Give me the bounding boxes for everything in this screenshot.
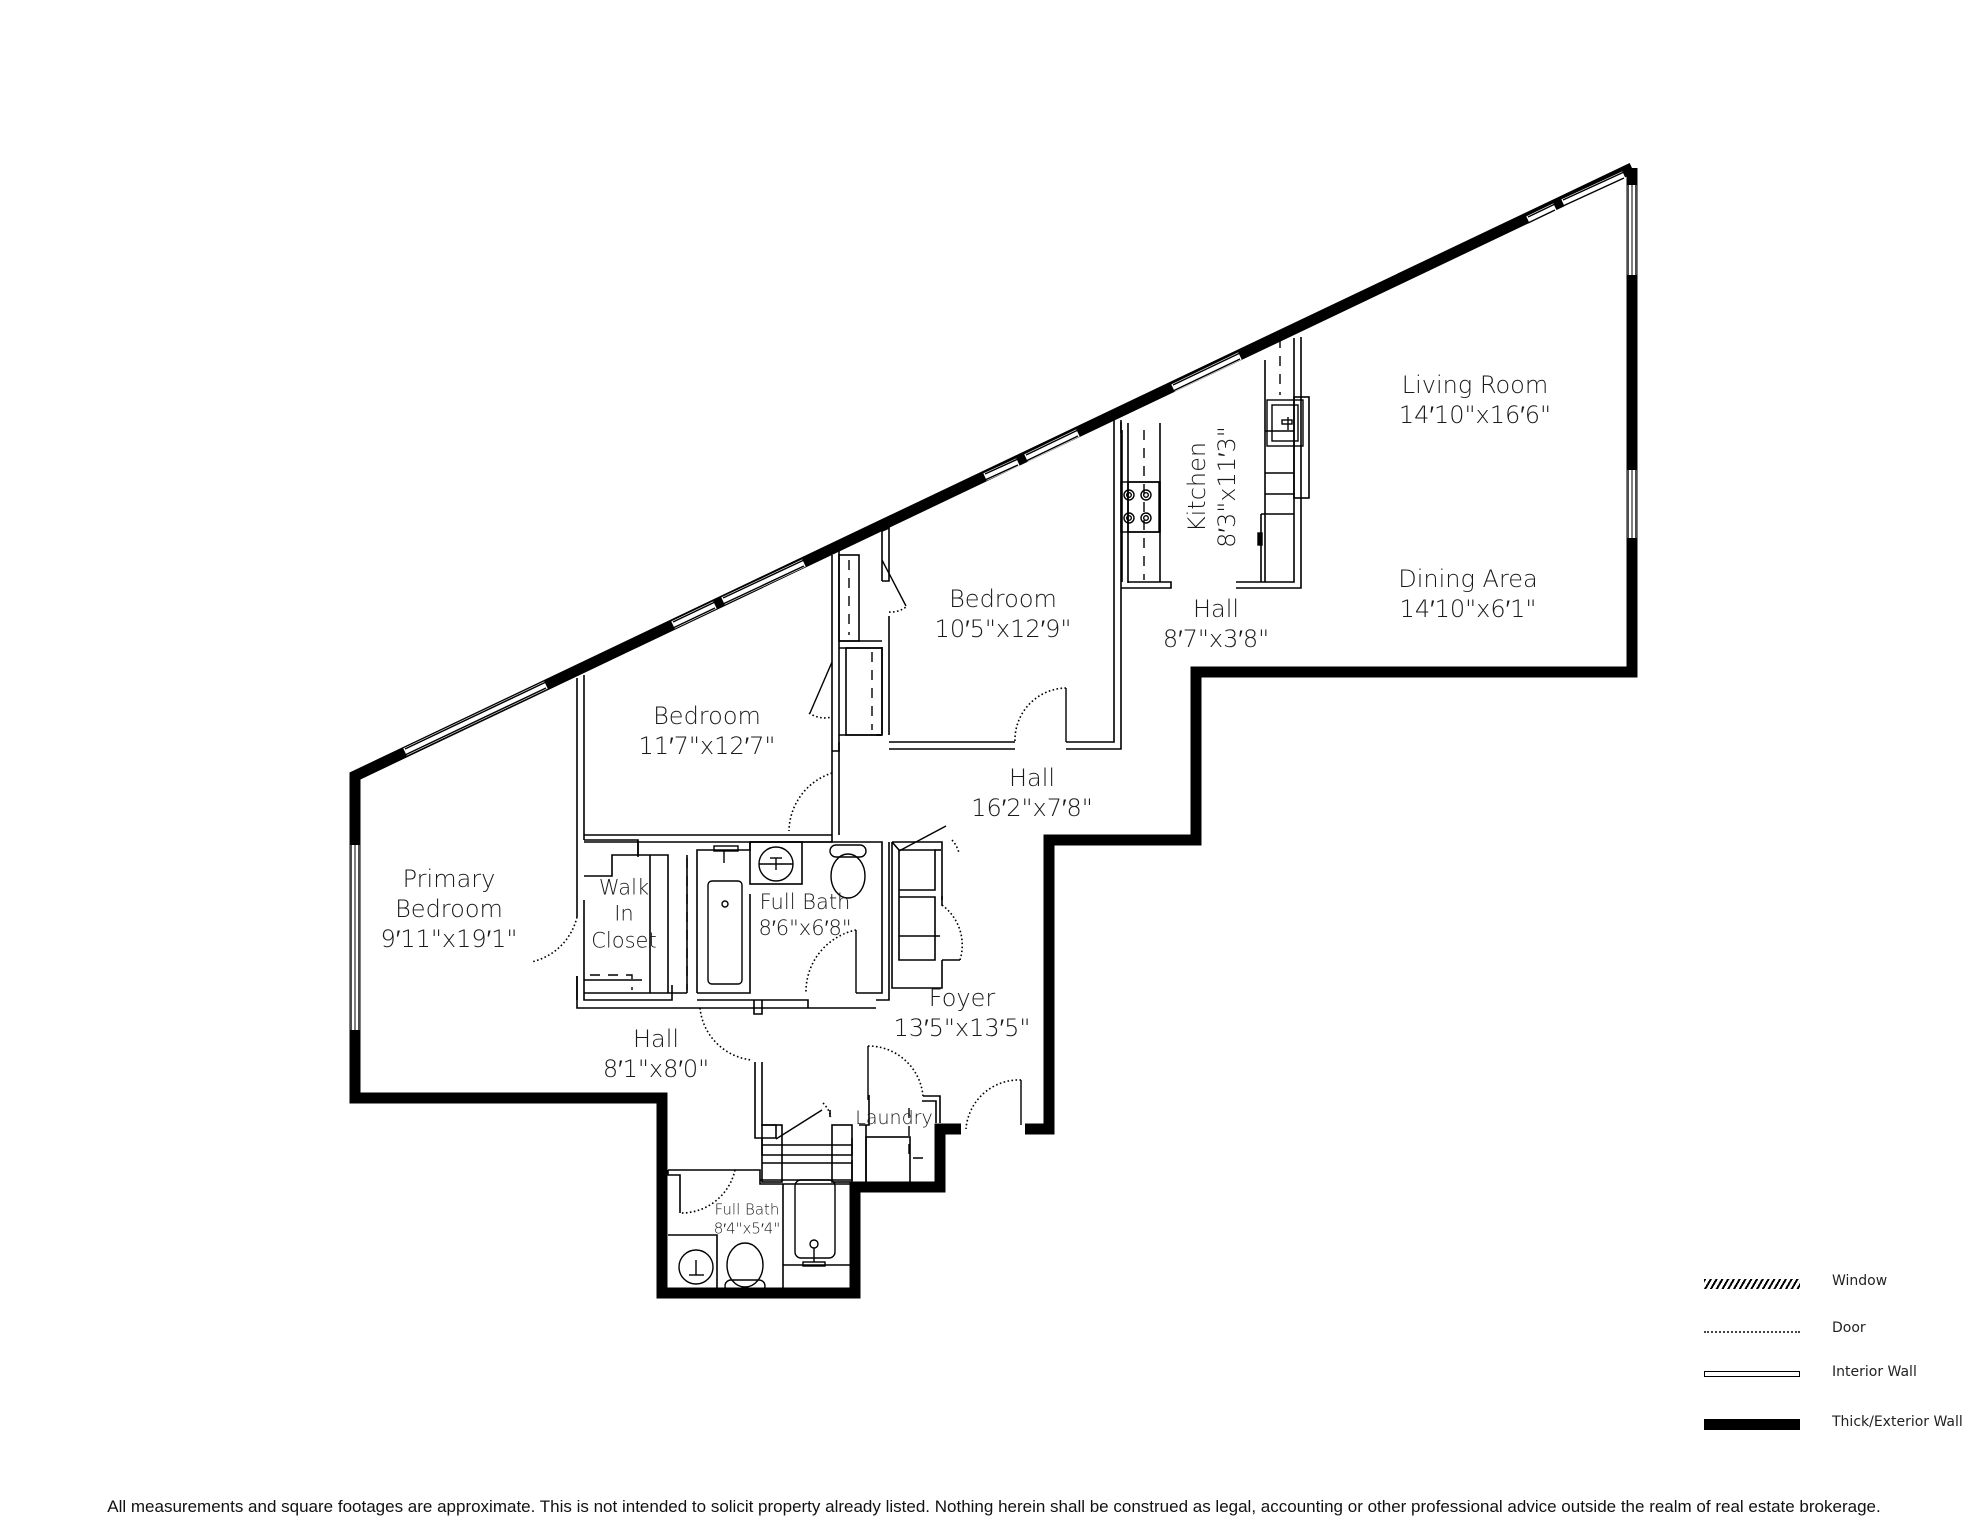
room-dimensions: 8′6"x6′8" [758, 916, 852, 940]
fixtures [678, 399, 1304, 1293]
legend-label: Interior Wall [1832, 1364, 1917, 1380]
room-label-foyer: Foyer 13′5"x13′5" [894, 983, 1031, 1043]
exterior-walls [349, 163, 1638, 1299]
room-label-primary-bedroom: Primary Bedroom 9′11"x19′1" [381, 864, 518, 954]
room-name: Hall [1008, 764, 1056, 792]
room-label-full-bath-2: Full Bath 8′4"x5′4" [714, 1200, 780, 1238]
sink-icon [678, 1249, 714, 1285]
toilet-icon [724, 1242, 766, 1293]
bathtub-icon [794, 1179, 836, 1267]
room-name: Full Bath [759, 889, 851, 914]
door-symbol-icon [1704, 1331, 1800, 1333]
room-name-line2: In [614, 901, 634, 926]
room-dimensions: 10′5"x12′9" [934, 615, 1072, 643]
room-label-bedroom-1: Bedroom 11′7"x12′7" [639, 701, 776, 761]
legend-label: Door [1832, 1320, 1866, 1336]
window-symbol-icon [1704, 1279, 1800, 1289]
room-name: Foyer [928, 984, 996, 1012]
interior-walls [576, 337, 1310, 1290]
legend-item-door: Door [1700, 1320, 1988, 1342]
toilet-icon [829, 844, 867, 899]
windows [350, 171, 1637, 1030]
room-dimensions: 14′10"x6′1" [1399, 595, 1537, 623]
doors [530, 606, 1067, 1214]
room-name: Hall [1192, 595, 1240, 623]
sink-icon [758, 846, 794, 882]
dashed-lines [590, 338, 1281, 1159]
room-name-line3: Closet [591, 928, 657, 953]
room-name-line1: Primary [402, 865, 496, 893]
room-dimensions: 14′10"x16′6" [1398, 401, 1552, 429]
room-label-living-room: Living Room 14′10"x16′6" [1399, 370, 1551, 430]
room-dimensions: 8′1"x8′0" [602, 1055, 710, 1083]
interior-wall-symbol-icon [1704, 1371, 1800, 1377]
room-name: Bedroom [653, 702, 761, 730]
room-name: Laundry [855, 1107, 933, 1130]
legend-label: Thick/Exterior Wall [1832, 1414, 1963, 1430]
room-name-line2: Bedroom [395, 895, 503, 923]
room-name: Hall [632, 1025, 680, 1053]
room-dimensions: 9′11"x19′1" [380, 925, 518, 953]
kitchen-sink-icon [1266, 399, 1304, 447]
room-dimensions: 16′2"x7′8" [971, 794, 1093, 822]
exterior-wall-symbol-icon [1704, 1419, 1800, 1430]
room-dimensions: 8′4"x5′4" [713, 1219, 781, 1237]
room-name: Dining Area [1398, 565, 1538, 593]
room-name: Kitchen [1183, 441, 1211, 533]
bathtub-icon [707, 845, 743, 985]
room-dimensions: 8′7"x3′8" [1162, 625, 1270, 653]
disclaimer-footer: All measurements and square footages are… [107, 1497, 1881, 1516]
room-dimensions: 11′7"x12′7" [638, 732, 776, 760]
room-label-dining-area: Dining Area 14′10"x6′1" [1398, 564, 1538, 624]
room-name: Living Room [1401, 371, 1549, 399]
legend-item-interior-wall: Interior Wall [1700, 1364, 1988, 1386]
room-name: Bedroom [949, 585, 1057, 613]
room-dimensions: 8′3"x11′3" [1213, 426, 1241, 548]
room-label-hall-kitchen: Hall 8′7"x3′8" [1163, 594, 1269, 654]
door-leaves [775, 559, 1067, 1140]
legend-item-exterior-wall: Thick/Exterior Wall [1700, 1414, 1988, 1436]
room-label-full-bath-1: Full Bath 8′6"x6′8" [758, 889, 851, 942]
legend-label: Window [1832, 1273, 1888, 1289]
room-name-line1: Walk [598, 875, 650, 900]
room-label-walk-in-closet: Walk In Closet [591, 875, 656, 954]
room-name: Full Bath [714, 1200, 780, 1219]
room-label-bedroom-2: Bedroom 10′5"x12′9" [935, 584, 1072, 644]
legend-item-window: Window [1700, 1273, 1988, 1295]
room-label-kitchen: Kitchen 8′3"x11′3" [1182, 426, 1242, 548]
stove-icon [1120, 481, 1160, 533]
room-dimensions: 13′5"x13′5" [893, 1014, 1031, 1042]
room-label-hall-lower: Hall 8′1"x8′0" [603, 1024, 709, 1084]
room-label-laundry: Laundry [855, 1107, 932, 1131]
room-label-hall-main: Hall 16′2"x7′8" [971, 763, 1093, 823]
